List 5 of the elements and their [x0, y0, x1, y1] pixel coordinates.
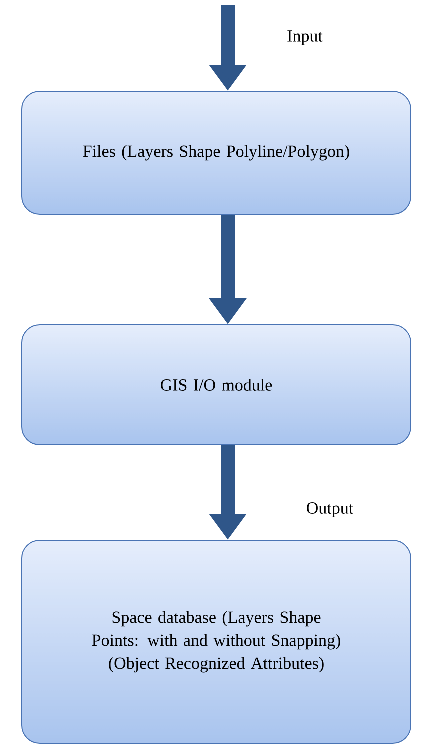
edge-label: Input: [286, 30, 324, 46]
process-box: Files (Layers Shape Polyline/Polygon): [22, 91, 412, 215]
process-box: Space database (Layers Shape Points: with and without Snapping) (Object Recognized Attributes): [22, 540, 412, 744]
edge-label: Output: [305, 502, 355, 518]
process-box: GIS I/O module: [22, 324, 412, 446]
